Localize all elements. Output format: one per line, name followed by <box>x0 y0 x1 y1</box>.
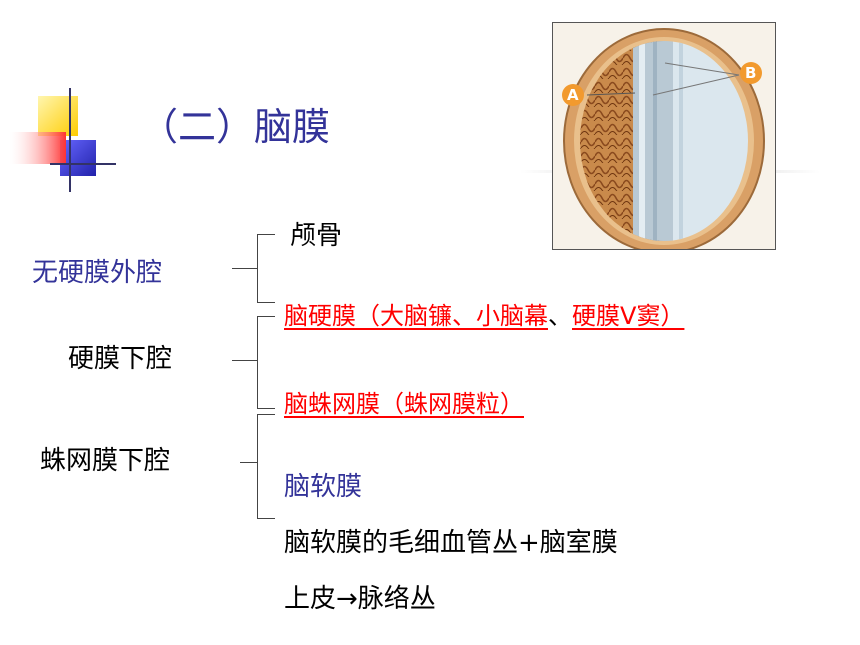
label-b: B <box>745 64 757 82</box>
label-b-marker <box>740 62 762 84</box>
bracket-3-top <box>257 414 275 415</box>
choroid-plexus-line-1: 脑软膜的毛细血管丛+脑室膜 <box>284 528 618 558</box>
dura-mater-line: 脑硬膜（大脑镰、小脑幕、硬膜V窦） <box>284 296 684 331</box>
bracket-1-vertical <box>257 234 258 302</box>
dura-mater-text: 脑硬膜（大脑镰、小脑幕 <box>284 302 548 330</box>
pia-mater-label: 脑软膜 <box>284 472 363 502</box>
bracket-1-bottom <box>257 302 275 303</box>
bracket-2-vertical <box>257 316 258 408</box>
dura-separator: 、 <box>548 302 572 330</box>
subdural-space-label: 硬膜下腔 <box>68 344 173 374</box>
connector-epidural <box>232 268 257 269</box>
connector-subarachnoid <box>240 462 257 463</box>
bracket-3-vertical <box>257 414 258 518</box>
bracket-2-top <box>257 316 275 317</box>
bracket-1-top <box>257 234 275 235</box>
label-a-marker <box>562 84 584 106</box>
page-title: （二）脑膜 <box>140 105 331 149</box>
skull-label: 颅骨 <box>290 221 343 251</box>
decorative-logo <box>8 88 118 198</box>
epidural-space-label: 无硬膜外腔 <box>32 258 163 288</box>
bracket-3-bottom <box>257 518 275 519</box>
dura-sinus-text: 硬膜V窦） <box>572 302 685 330</box>
skull-meninges-illustration: A B <box>552 22 776 250</box>
bracket-2-bottom <box>257 408 275 409</box>
label-a: A <box>567 86 579 104</box>
connector-subdural <box>232 360 257 361</box>
choroid-plexus-line-2: 上皮→脉络丛 <box>284 584 436 614</box>
arachnoid-mater-text: 脑蛛网膜（蛛网膜粒） <box>284 390 524 418</box>
subarachnoid-space-label: 蛛网膜下腔 <box>40 446 171 476</box>
